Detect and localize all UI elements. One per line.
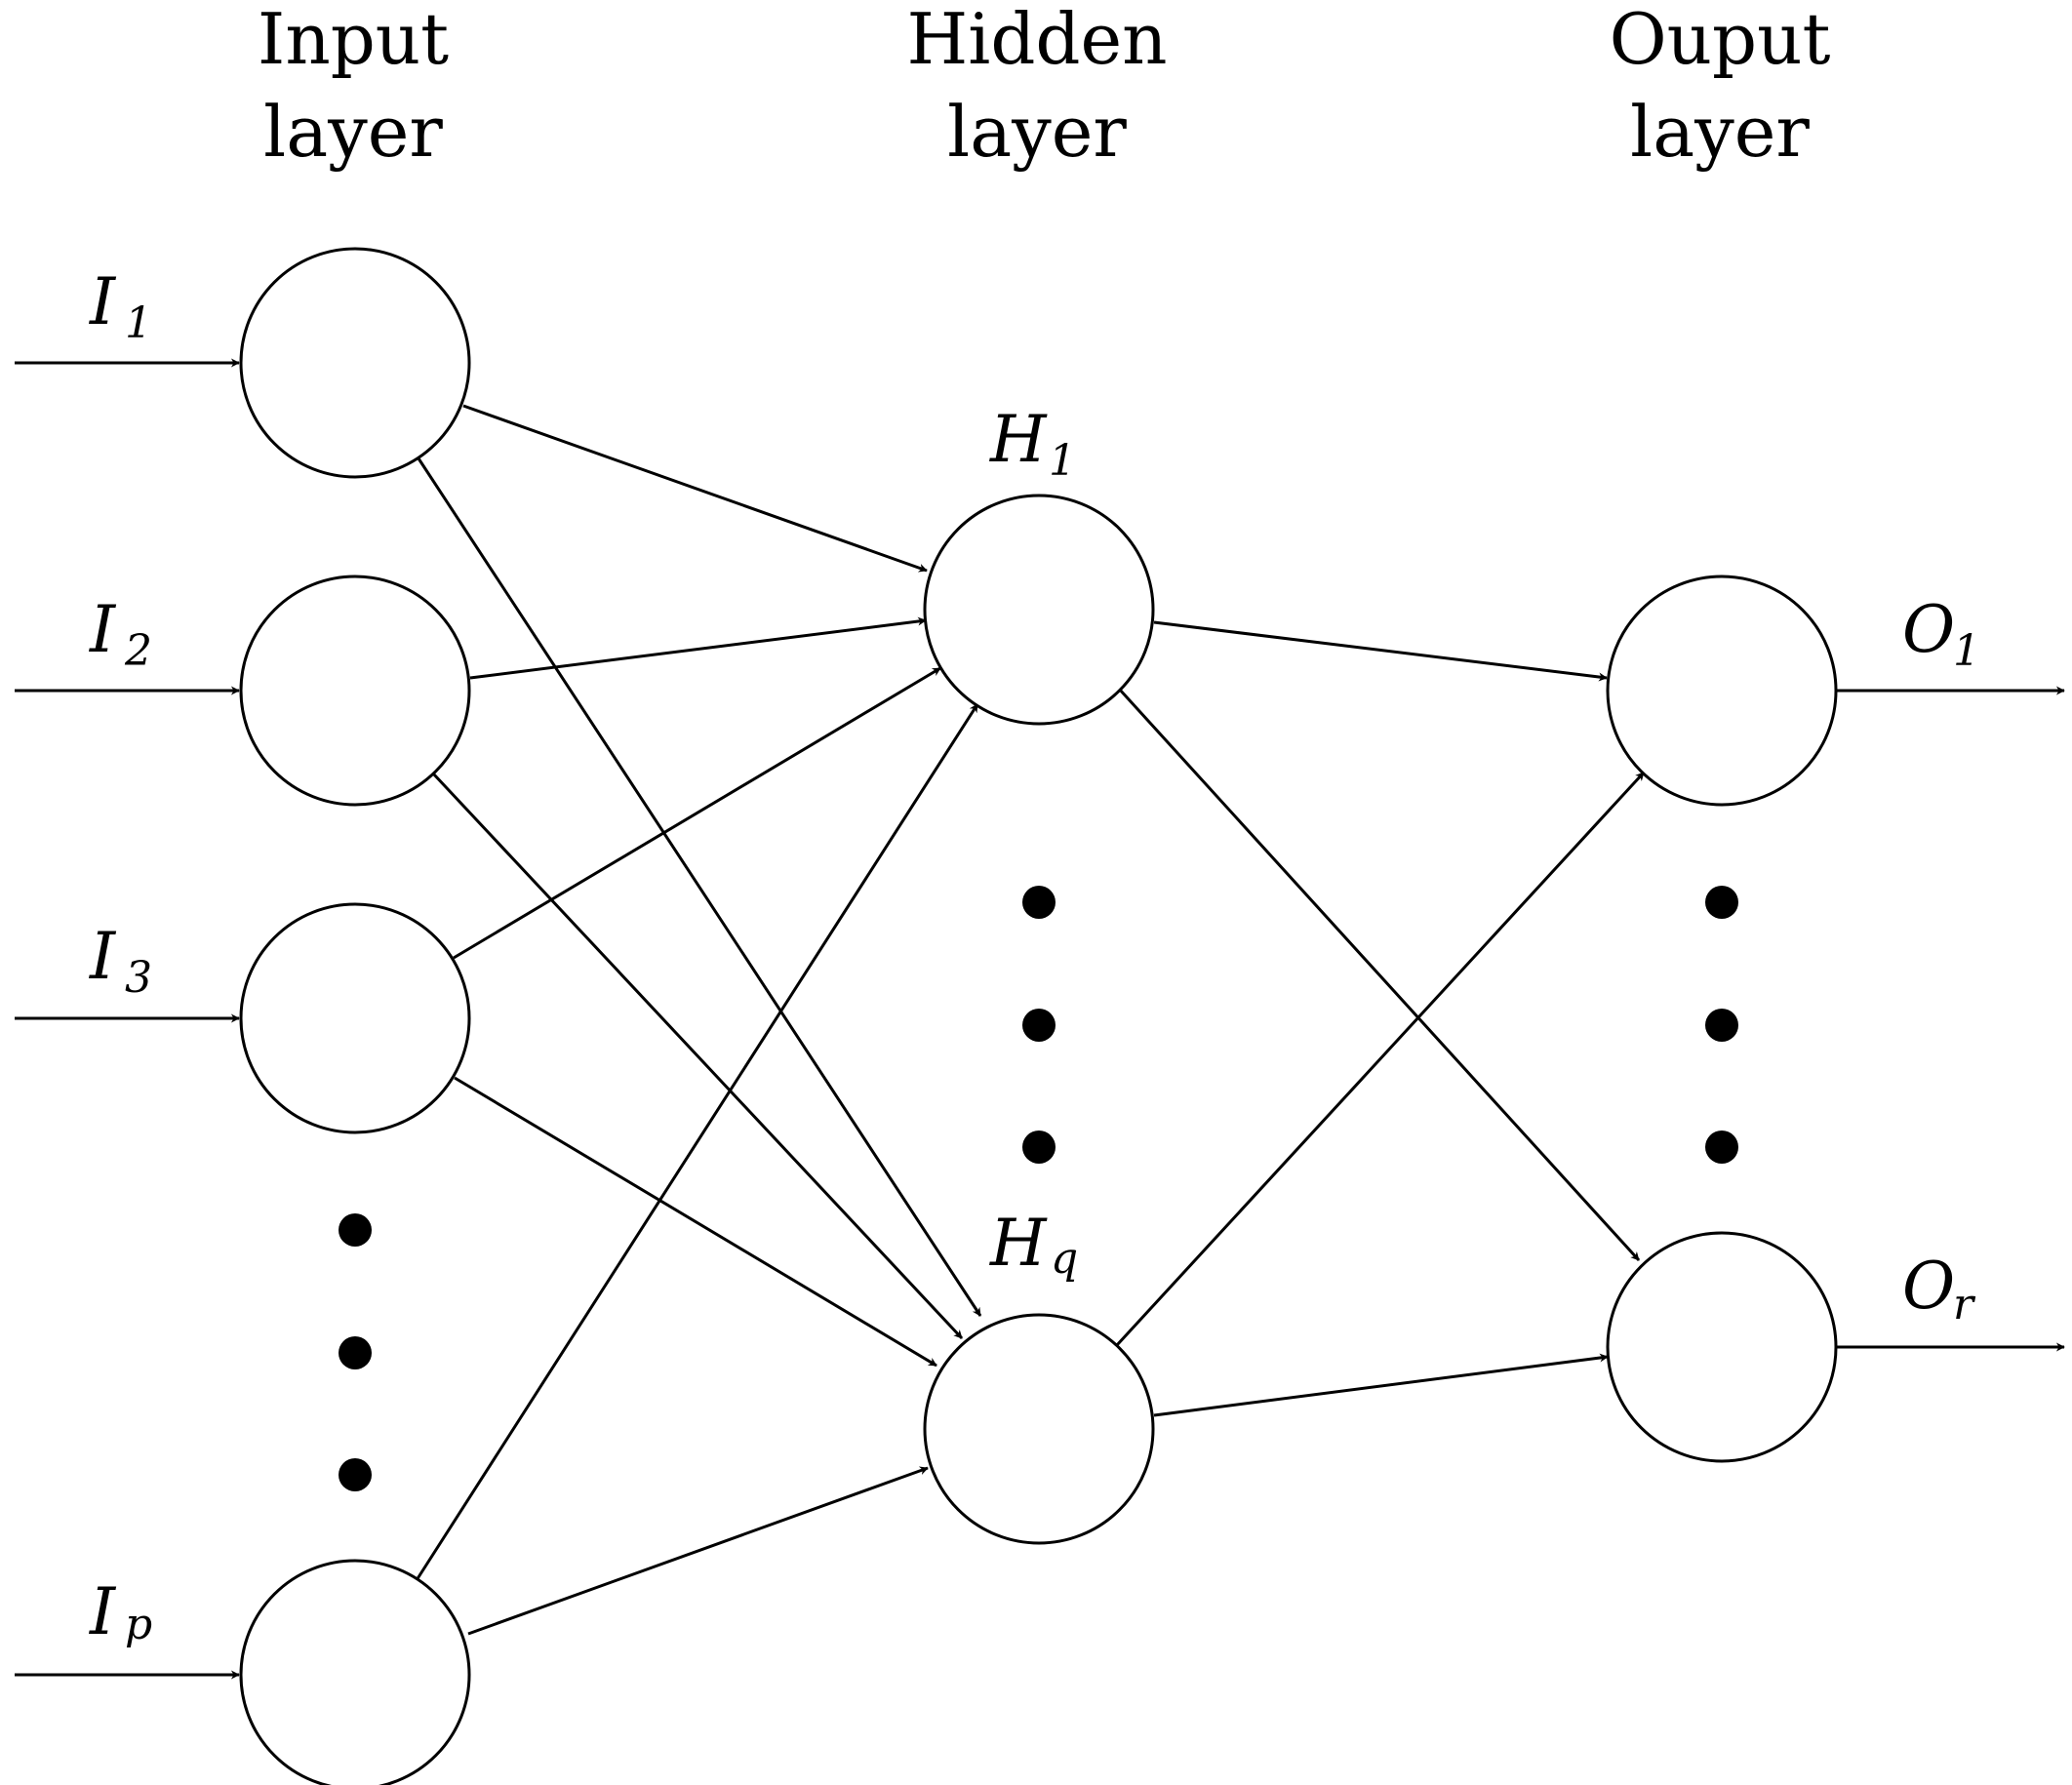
hidden-label-q: H q	[989, 1206, 1078, 1284]
ellipsis-dot	[1705, 1009, 1738, 1042]
edge-i1-hq	[417, 457, 982, 1317]
edge-h1-or	[1117, 687, 1641, 1262]
svg-text:I: I	[89, 1574, 117, 1649]
output-node-1	[1606, 575, 1838, 807]
hidden-layer-header-line2: layer	[947, 91, 1127, 173]
output-layer-header-line2: layer	[1630, 91, 1810, 173]
edge-i1-h1	[462, 404, 928, 573]
edge-i2-h1	[469, 616, 927, 680]
ellipsis-dot	[1705, 886, 1738, 919]
svg-text:I: I	[89, 919, 117, 994]
svg-text:H: H	[989, 402, 1048, 477]
input-label-3: I 3	[89, 919, 152, 1003]
svg-text:r: r	[1953, 1280, 1976, 1329]
hidden-label-1: H 1	[989, 402, 1076, 486]
input-node-3	[239, 902, 471, 1134]
ellipsis-dot	[1022, 1009, 1056, 1042]
svg-text:2: 2	[124, 626, 152, 676]
svg-text:O: O	[1902, 1249, 1955, 1324]
svg-text:1: 1	[1953, 626, 1980, 676]
output-label-1: O 1	[1902, 592, 1980, 676]
edge-hq-or	[1153, 1353, 1609, 1417]
svg-text:3: 3	[125, 953, 152, 1003]
hidden-layer-header-line1: Hidden	[907, 0, 1168, 80]
hidden-node-q	[923, 1313, 1155, 1545]
svg-text:H: H	[989, 1206, 1048, 1281]
input-layer-header-line1: Input	[258, 0, 449, 80]
ellipsis-dot	[1022, 886, 1056, 919]
input-node-p	[239, 1559, 471, 1785]
ellipsis-dot	[339, 1458, 372, 1491]
input-label-2: I 2	[89, 592, 152, 676]
svg-text:O: O	[1902, 592, 1955, 667]
input-node-1	[239, 247, 471, 479]
output-node-r	[1606, 1231, 1838, 1463]
input-label-p: I p	[89, 1574, 152, 1649]
edge-ip-hq	[467, 1466, 929, 1636]
edge-ip-h1	[415, 703, 979, 1581]
svg-text:I: I	[89, 592, 117, 667]
svg-text:p: p	[125, 1600, 152, 1649]
hidden-node-1	[923, 494, 1155, 726]
svg-text:I: I	[89, 264, 117, 339]
svg-text:q: q	[1051, 1234, 1078, 1284]
edge-i3-hq	[454, 1076, 937, 1368]
ellipsis-dot	[1022, 1130, 1056, 1164]
edge-h1-o1	[1153, 620, 1608, 682]
ellipsis-dot	[339, 1213, 372, 1247]
output-layer-header-line1: Ouput	[1610, 0, 1831, 80]
ellipsis-dot	[1705, 1130, 1738, 1164]
svg-text:1: 1	[125, 298, 152, 348]
edge-hq-o1	[1115, 771, 1646, 1347]
edge-i2-hq	[431, 772, 964, 1340]
input-label-1: I 1	[89, 264, 152, 348]
edge-i3-h1	[453, 666, 941, 960]
svg-text:1: 1	[1049, 436, 1076, 486]
ellipsis-dot	[339, 1336, 372, 1369]
input-node-2	[239, 575, 471, 807]
input-layer-header-line2: layer	[263, 91, 443, 173]
output-label-r: O r	[1902, 1249, 1976, 1329]
